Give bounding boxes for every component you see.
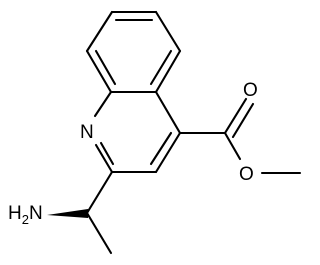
amine-label-part: H bbox=[8, 203, 22, 224]
pyridine-ring bbox=[93, 90, 182, 174]
double-bond-inner bbox=[149, 49, 173, 86]
bond bbox=[85, 49, 113, 94]
bond bbox=[154, 49, 182, 94]
double-bond-inner bbox=[94, 49, 117, 86]
bond bbox=[85, 170, 114, 215]
carbonyl-double-bond bbox=[223, 97, 248, 135]
bond bbox=[93, 90, 113, 118]
carbonyl-oxygen-label: O bbox=[243, 80, 258, 101]
bond bbox=[94, 143, 114, 174]
amine-label-subscript: 2 bbox=[22, 212, 29, 227]
bond bbox=[154, 10, 182, 53]
double-bond-inner bbox=[99, 141, 115, 166]
bond bbox=[85, 10, 114, 53]
bond bbox=[85, 211, 113, 255]
amine-label-part: N bbox=[29, 203, 43, 224]
benzo-ring bbox=[85, 10, 182, 94]
carbonyl-double-bond bbox=[231, 102, 255, 139]
bond bbox=[223, 131, 242, 161]
stereo-wedge-bond bbox=[47, 209, 88, 218]
double-bond-inner bbox=[149, 131, 173, 166]
structure-canvas: N O O H2N bbox=[8, 10, 302, 255]
bond bbox=[154, 131, 182, 174]
amine-label: H2N bbox=[8, 203, 43, 227]
ester-oxygen-label: O bbox=[239, 164, 254, 185]
bond bbox=[154, 90, 182, 135]
aminoethyl-group bbox=[47, 170, 114, 255]
methyl-ester-group bbox=[178, 97, 302, 175]
ring-nitrogen-label: N bbox=[80, 122, 94, 143]
